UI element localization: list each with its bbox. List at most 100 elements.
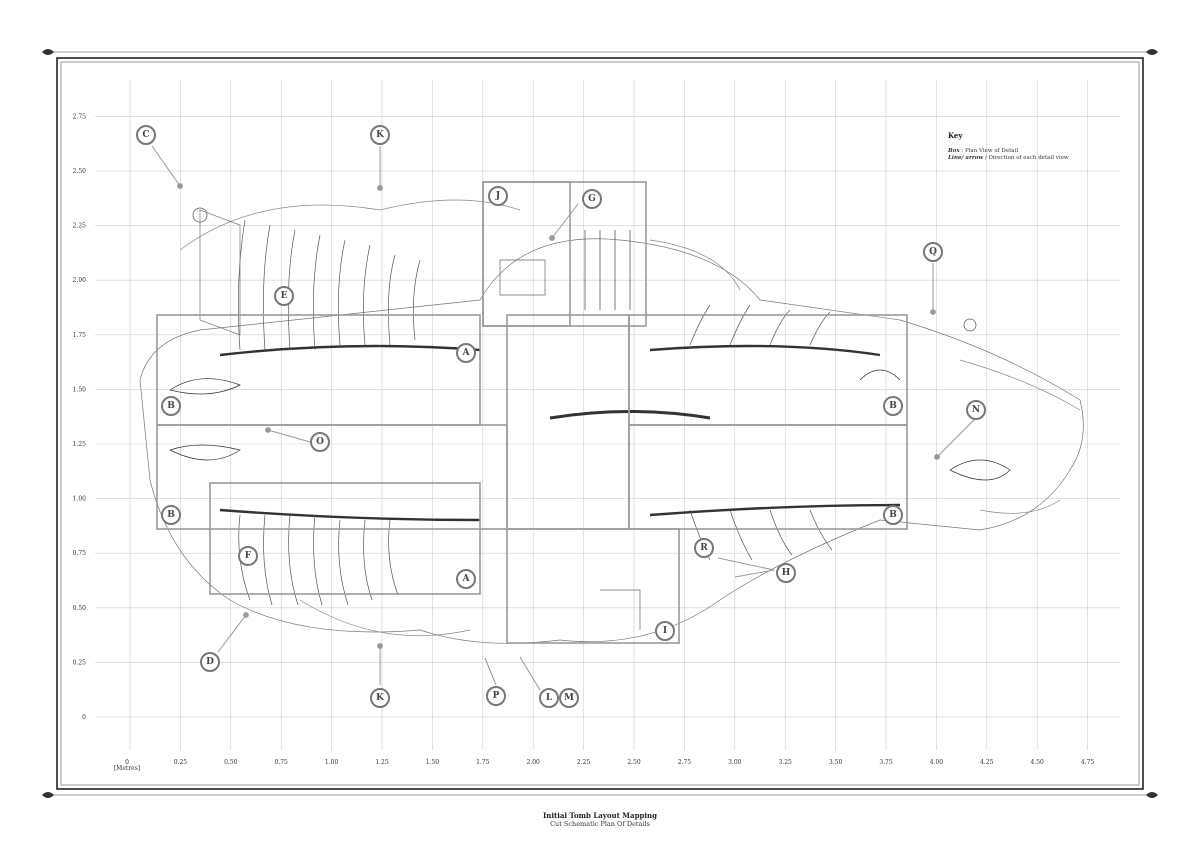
measurement-grid	[95, 80, 1120, 750]
svg-text:H: H	[782, 568, 791, 578]
callout-d: D	[200, 652, 220, 672]
y-axis-ticks: 00.250.500.751.001.251.501.752.002.252.5…	[73, 113, 87, 721]
x-tick-label: 4.25	[980, 759, 994, 766]
y-tick-label: 2.25	[73, 223, 87, 230]
detail-box-j	[482, 181, 571, 327]
callout-c: C	[136, 125, 156, 145]
y-tick-label: 0.25	[73, 659, 87, 666]
y-tick-label: 1.25	[73, 441, 87, 448]
x-axis-unit: [Metres]	[114, 765, 140, 772]
y-tick-label: 0.50	[73, 605, 87, 612]
x-tick-label: 0.75	[275, 759, 289, 766]
plan-subtitle: Cut Schematic Plan Of Details	[550, 820, 650, 828]
svg-text:O: O	[316, 437, 324, 447]
svg-text:B: B	[167, 401, 175, 411]
callout-k: K	[370, 688, 390, 708]
x-tick-label: 0	[125, 759, 129, 766]
callout-q: Q	[923, 242, 943, 262]
x-tick-label: 3.50	[829, 759, 843, 766]
callout-o: O	[310, 432, 330, 452]
detail-box-top-middle	[482, 181, 647, 327]
x-tick-label: 2.00	[527, 759, 541, 766]
svg-text:B: B	[889, 401, 897, 411]
svg-text:A: A	[462, 574, 471, 584]
svg-text:P: P	[493, 691, 500, 701]
detail-boxes	[156, 181, 908, 644]
detail-box-top-left	[156, 314, 481, 426]
callout-n: N	[966, 400, 986, 420]
detail-box-right-bottom	[628, 424, 908, 530]
frame-corner-ornament-bl	[42, 792, 54, 798]
callout-b: B	[883, 505, 903, 525]
x-tick-label: 4.75	[1081, 759, 1095, 766]
y-tick-label: 0	[82, 714, 86, 721]
x-axis-ticks: 0 0.25 0.50 0.75 1.00 1.25 1.50 1.75 2.00 2.25 2.5…	[125, 759, 1094, 766]
callout-i: I	[655, 621, 675, 641]
svg-text:I: I	[663, 626, 667, 636]
y-tick-label: 1.50	[73, 386, 87, 393]
callout-g: G	[582, 189, 602, 209]
svg-text:K: K	[376, 693, 385, 703]
x-tick-label: 1.75	[476, 759, 490, 766]
callout-h: H	[776, 563, 796, 583]
x-tick-label: 3.25	[779, 759, 793, 766]
x-tick-label: 3.75	[879, 759, 893, 766]
x-tick-label: 1.00	[325, 759, 339, 766]
x-tick-label: 1.50	[426, 759, 440, 766]
callout-b: B	[161, 396, 181, 416]
svg-text:N: N	[972, 405, 980, 415]
sheet-frame	[42, 49, 1158, 798]
callout-l: L	[539, 688, 559, 708]
detail-box-center	[506, 314, 630, 530]
callout-leader-lines	[151, 145, 977, 691]
svg-text:L: L	[546, 693, 553, 703]
callout-m: M	[559, 688, 579, 708]
svg-text:E: E	[281, 291, 288, 301]
y-tick-label: 2.75	[73, 113, 87, 120]
y-tick-label: 1.00	[73, 496, 87, 503]
detail-box-bottom-left	[209, 482, 481, 595]
callout-b: B	[161, 505, 181, 525]
svg-text:F: F	[245, 551, 252, 561]
callout-p: P	[486, 686, 506, 706]
x-tick-label: 4.00	[930, 759, 944, 766]
svg-text:B: B	[889, 510, 897, 520]
x-tick-label: 4.50	[1031, 759, 1045, 766]
frame-corner-ornament-br	[1146, 792, 1158, 798]
key-line-desc: / Direction of each detail view	[983, 155, 1069, 161]
y-tick-label: 0.75	[73, 550, 87, 557]
key-line-entry: Line/ arrow / Direction of each detail v…	[947, 155, 1069, 161]
x-tick-label: 1.25	[375, 759, 389, 766]
svg-text:A: A	[462, 348, 471, 358]
y-tick-label: 2.50	[73, 168, 87, 175]
svg-text:G: G	[588, 194, 596, 204]
legend-key: Key Box : Plan View of Detail Line/ arro…	[947, 131, 1069, 161]
frame-corner-ornament-tl	[42, 49, 54, 55]
svg-text:C: C	[142, 130, 149, 140]
svg-text:B: B	[167, 510, 175, 520]
callout-r: R	[694, 538, 714, 558]
callout-b: B	[883, 396, 903, 416]
svg-text:Q: Q	[929, 247, 937, 257]
key-box-term: Box	[947, 148, 960, 154]
callout-k: K	[370, 125, 390, 145]
x-tick-label: 2.25	[577, 759, 591, 766]
detail-box-bottom-center	[506, 528, 680, 644]
x-tick-label: 0.50	[224, 759, 238, 766]
plan-title: Initial Tomb Layout Mapping	[543, 811, 657, 820]
callout-a: A	[456, 569, 476, 589]
x-tick-label: 2.75	[678, 759, 692, 766]
svg-text:D: D	[206, 657, 214, 667]
callout-j: J	[488, 186, 508, 206]
callout-f: F	[238, 546, 258, 566]
x-tick-label: 0.25	[174, 759, 188, 766]
frame-corner-ornament-tr	[1146, 49, 1158, 55]
x-tick-label: 2.50	[627, 759, 641, 766]
y-tick-label: 1.75	[73, 332, 87, 339]
svg-text:J: J	[495, 191, 500, 201]
svg-text:R: R	[700, 543, 708, 553]
key-box-entry: Box : Plan View of Detail	[947, 148, 1018, 154]
x-tick-label: 3.00	[728, 759, 742, 766]
